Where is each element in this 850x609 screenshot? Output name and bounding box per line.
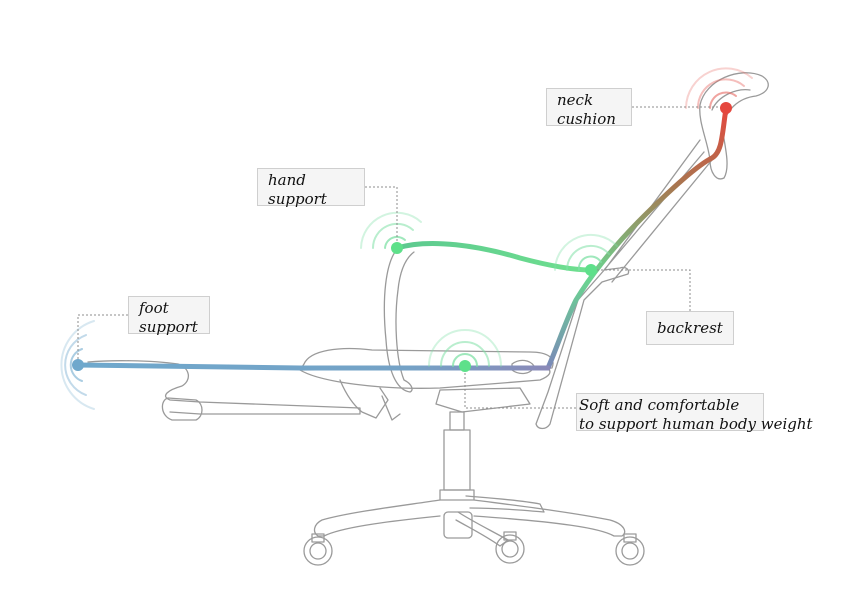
caster-mid-inner: [501, 540, 519, 558]
caster-mid: [495, 534, 525, 564]
hand-support-label-line2: support: [268, 190, 327, 208]
caster-mid-stem: [503, 531, 517, 541]
nodes: [72, 102, 732, 372]
seat-node: [459, 360, 471, 372]
neck-cushion-label-line1: neck: [557, 91, 594, 109]
foot-support-label-line1: foot: [139, 299, 169, 317]
backrest-inner: [611, 159, 713, 283]
back-leader: [597, 269, 691, 311]
caster-left-stem: [311, 533, 325, 543]
caster-left-inner: [309, 542, 327, 560]
gas-cylinder-top: [449, 411, 465, 431]
footrest-pad: [87, 360, 361, 415]
back-node: [585, 264, 597, 276]
gas-cylinder: [443, 429, 471, 491]
base-leg-back: [465, 495, 545, 513]
cylinder-collar: [439, 489, 475, 501]
soft-leader: [464, 372, 576, 409]
foot-support-label: foot support: [128, 296, 210, 336]
seat-comfort-label-line2: to support human body weight: [579, 415, 813, 433]
base-leg-right: [473, 499, 626, 537]
caster-right-inner: [621, 542, 639, 560]
caster-right-stem: [623, 533, 637, 543]
seat-comfort-label: Soft and comfortable to support human bo…: [576, 393, 813, 433]
hand-support-label: hand support: [257, 168, 365, 208]
neck-node: [720, 102, 732, 114]
backrest-path: [545, 105, 729, 371]
footrest-arm: [339, 379, 389, 419]
foot-pulse: [60, 320, 95, 410]
armrest-front: [397, 242, 601, 270]
caster-right: [615, 536, 645, 566]
caster-left: [303, 536, 333, 566]
foot-node: [72, 359, 84, 371]
foot-support-path: [75, 362, 551, 371]
seat-under: [299, 367, 551, 389]
neck-cushion-label: neck cushion: [546, 88, 632, 128]
foot-leader: [77, 314, 128, 359]
hand-support-label-line1: hand: [268, 171, 306, 189]
armrest-frame: [383, 247, 415, 393]
foot-support-label-line2: support: [139, 318, 198, 336]
hand-leader: [365, 186, 398, 242]
hand-node: [391, 242, 403, 254]
base-leg-left: [313, 499, 441, 537]
footrest-bracket: [161, 397, 203, 421]
pulse-rings: [60, 67, 753, 410]
seat-pulse: [428, 329, 502, 367]
seat-comfort-label-line1: Soft and comfortable: [579, 396, 740, 414]
side-handle: [381, 395, 401, 421]
highlight-paths: [75, 105, 729, 371]
seat-cushion: [299, 347, 554, 371]
hand-pulse: [360, 211, 422, 249]
backrest-label-text: backrest: [657, 319, 723, 337]
cylinder-base: [443, 511, 473, 539]
neck-pulse: [685, 67, 753, 109]
hand-support-path: [394, 240, 594, 273]
leader-lines: [77, 106, 720, 409]
back-pulse: [554, 233, 618, 271]
backrest-label: backrest: [646, 311, 734, 345]
neck-cushion-label-line2: cushion: [557, 110, 616, 128]
